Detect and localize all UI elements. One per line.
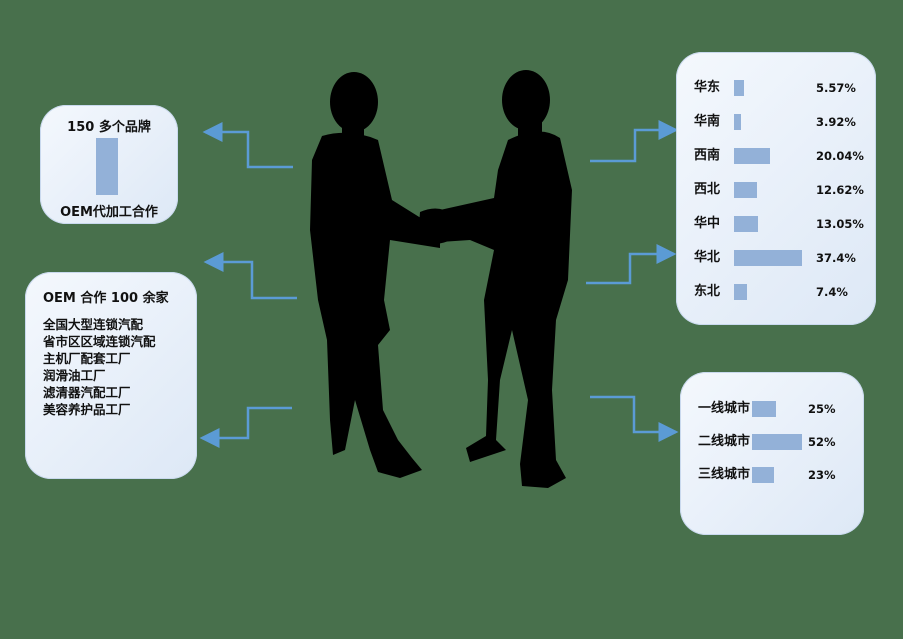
arrow-to-oem-list (199, 406, 292, 448)
brands-bar (96, 138, 118, 195)
bar-row: 华南 3.92% (676, 112, 876, 132)
bar-label: 三线城市 (698, 467, 751, 482)
bar (734, 182, 757, 198)
brands-card: 150 多个品牌 OEM代加工合作 (40, 105, 178, 224)
bar-value-label: 23% (808, 468, 836, 482)
bar-row: 一线城市 25% (680, 399, 864, 419)
bar-value-label: 25% (808, 402, 836, 416)
bar-value-label: 12.62% (816, 183, 864, 197)
bar-row: 东北 7.4% (676, 282, 876, 302)
bar-value-label: 3.92% (816, 115, 856, 129)
bar-value-label: 20.04% (816, 149, 864, 163)
bar-label: 华东 (694, 80, 721, 95)
bar-row: 华中 13.05% (676, 214, 876, 234)
bar (752, 467, 775, 483)
arrow-to-region-top (590, 120, 679, 163)
bar (752, 401, 777, 417)
oem-partners-card: OEM 合作 100 余家 全国大型连锁汽配 省市区区域连锁汽配 主机厂配套工厂… (25, 272, 197, 479)
bar-value-label: 52% (808, 435, 836, 449)
bar (734, 148, 771, 164)
bar-value-label: 37.4% (816, 251, 856, 265)
bar (734, 80, 745, 96)
list-item: 滤清器汽配工厂 (43, 385, 131, 400)
oem-list: 全国大型连锁汽配 省市区区域连锁汽配 主机厂配套工厂 润滑油工厂 滤清器汽配工厂… (43, 316, 156, 418)
arrow-to-brands (202, 122, 293, 169)
bar (734, 250, 802, 266)
bar-row: 华北 37.4% (676, 248, 876, 268)
bar-label: 东北 (694, 284, 721, 299)
bar-label: 西北 (694, 182, 721, 197)
bar (752, 434, 802, 450)
bar-value-label: 7.4% (816, 285, 848, 299)
bar-value-label: 13.05% (816, 217, 864, 231)
bar-value-label: 5.57% (816, 81, 856, 95)
bar (734, 216, 758, 232)
bar (734, 284, 748, 300)
arrow-to-oem (203, 252, 297, 300)
bar-row: 西南 20.04% (676, 146, 876, 166)
bar-row: 西北 12.62% (676, 180, 876, 200)
bar-label: 二线城市 (698, 434, 751, 449)
bar-label: 一线城市 (698, 401, 751, 416)
arrow-to-region-mid (586, 244, 677, 285)
city-tier-card: 一线城市 25% 二线城市 52% 三线城市 23% (680, 372, 864, 535)
bar-label: 华北 (694, 250, 721, 265)
bar-label: 华中 (694, 216, 721, 231)
bar-label: 西南 (694, 148, 721, 163)
bar-row: 三线城市 23% (680, 465, 864, 485)
list-item: 润滑油工厂 (43, 368, 106, 383)
oem-title: OEM 合作 100 余家 (43, 291, 169, 306)
bar (734, 114, 742, 130)
arrow-to-city (590, 395, 679, 442)
bar-label: 华南 (694, 114, 721, 129)
list-item: 省市区区域连锁汽配 (43, 334, 156, 349)
region-distribution-card: 华东 5.57% 华南 3.92% 西南 20.04% 西北 12.62% 华中 13.05% 华北… (676, 52, 876, 325)
bar-row: 二线城市 52% (680, 432, 864, 452)
list-item: 主机厂配套工厂 (43, 351, 131, 366)
list-item: 全国大型连锁汽配 (43, 317, 144, 332)
brands-title: 150 多个品牌 (67, 120, 151, 135)
brands-caption: OEM代加工合作 (60, 205, 158, 220)
bar-row: 华东 5.57% (676, 78, 876, 98)
list-item: 美容养护品工厂 (43, 402, 131, 417)
